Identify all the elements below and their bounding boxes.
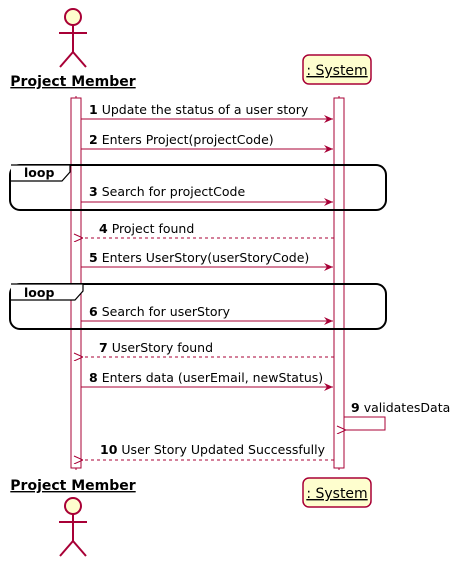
system-name-bottom: : System	[306, 486, 367, 502]
loop-frame-1: loop	[9, 164, 387, 211]
loop-label: loop	[24, 165, 54, 180]
system-participant-box-bottom	[302, 477, 372, 508]
stick-figure-icon	[59, 8, 87, 68]
stick-figure-icon	[59, 497, 87, 557]
loop-frame-2: loop	[9, 283, 387, 330]
system-participant-box-top	[302, 54, 372, 85]
system-name-top: : System	[306, 63, 367, 79]
loop-label: loop	[24, 285, 54, 300]
actor-name-top: Project Member	[10, 74, 135, 90]
actor-name-bottom: Project Member	[10, 478, 135, 494]
